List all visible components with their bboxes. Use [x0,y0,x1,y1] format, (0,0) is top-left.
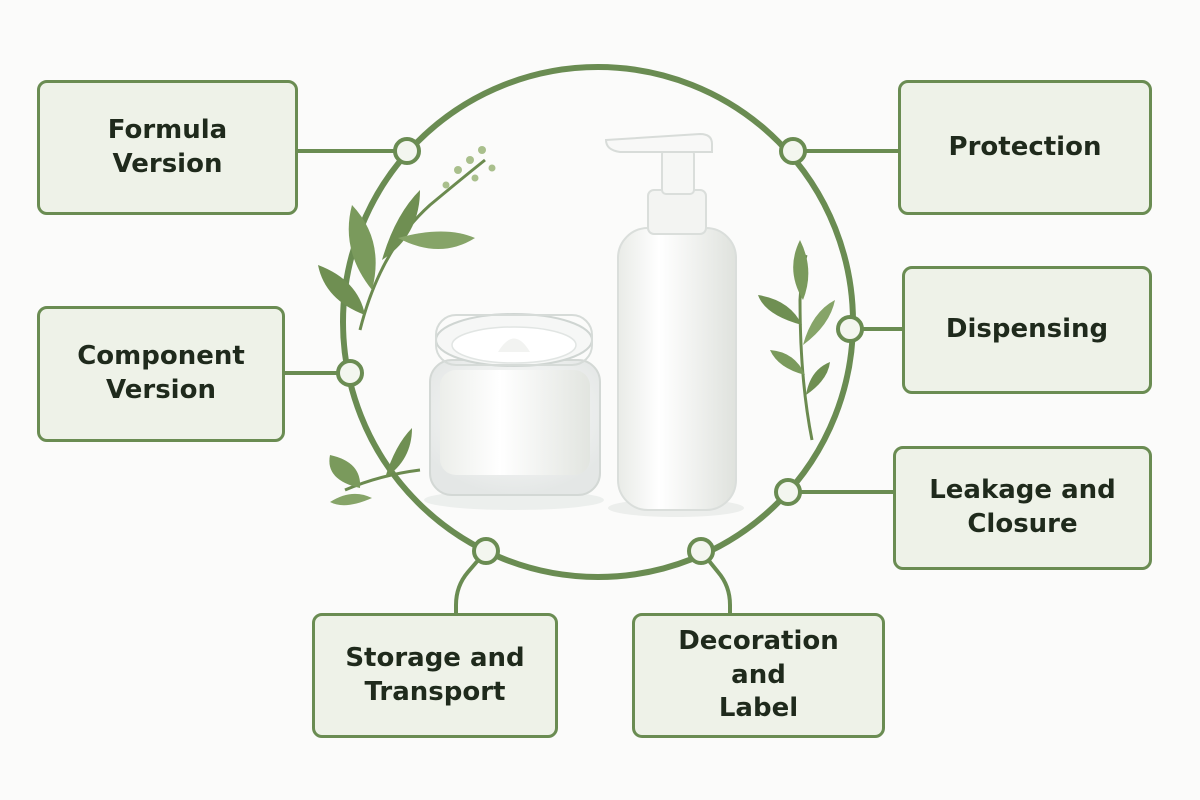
node-component-version [336,359,364,387]
connector-nodes [336,137,864,565]
leaf-sprig-right [758,240,835,441]
box-component-version: Component Version [37,306,285,442]
pump-bottle-illustration [604,132,744,517]
label-decoration-label: Decoration and Label [678,625,839,724]
label-leakage-closure: Leakage and Closure [929,475,1116,539]
leaf-sprig-lower-left [329,428,421,506]
node-storage-transport [472,537,500,565]
node-dispensing [836,315,864,343]
label-formula-version: Formula Version [107,114,228,179]
leaf-sprig-upper-left [318,146,496,331]
node-formula-version [393,137,421,165]
label-component-version: Component Version [77,341,245,405]
box-formula-version: Formula Version [37,80,298,215]
cream-jar-illustration [424,313,604,510]
box-storage-transport: Storage and Transport [312,613,558,738]
label-dispensing: Dispensing [945,314,1109,345]
node-decoration-label [687,537,715,565]
box-dispensing: Dispensing [902,266,1152,394]
box-decoration-label: Decoration and Label [632,613,885,738]
connector-lines [285,149,904,615]
box-leakage-closure: Leakage and Closure [893,446,1152,570]
node-leakage-closure [774,478,802,506]
node-protection [779,137,807,165]
box-protection: Protection [898,80,1152,215]
connector-storage-transport [454,549,488,615]
label-protection: Protection [948,131,1102,162]
label-storage-transport: Storage and Transport [345,642,525,707]
connector-decoration-label [699,549,732,615]
